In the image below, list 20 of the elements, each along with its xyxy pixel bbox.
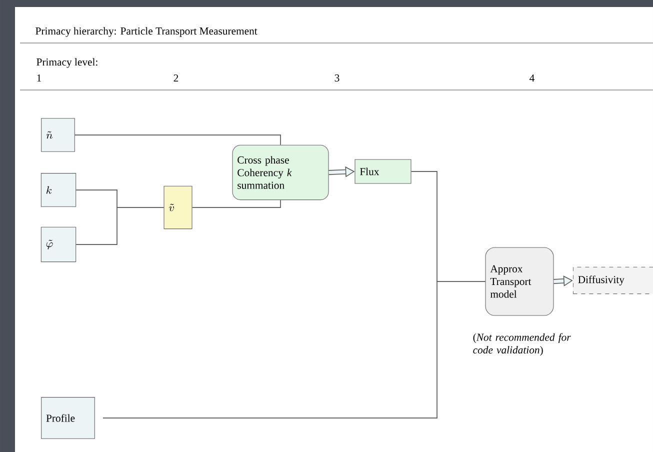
level-number: 2 <box>174 74 178 82</box>
input-box: $\tilde{\varphi}$ <box>40 226 76 262</box>
connector-line <box>102 281 486 418</box>
model-box: Approx Transport model <box>485 247 554 316</box>
connector-line <box>192 200 281 208</box>
connector-line <box>76 207 164 245</box>
input-box: $k$ <box>40 173 76 207</box>
title: Primacy hierarchy: Particle Transport Measurement <box>36 27 258 37</box>
input-box: Profile <box>41 397 95 439</box>
axis-label: Primacy level: <box>36 58 98 68</box>
level-number: 4 <box>530 74 534 82</box>
connector-line <box>74 134 281 146</box>
level-number: 3 <box>334 74 340 82</box>
process-box: Cross phase Coherency k summation <box>232 144 329 200</box>
level-number: 1 <box>37 74 42 82</box>
note: (Not recommended for code validation) <box>473 333 571 356</box>
input-box: $\tilde{n}$ <box>41 118 75 152</box>
process-box: $\tilde{v}$ <box>164 186 192 230</box>
result-box: Diffusivity <box>572 266 653 294</box>
output-box: Flux <box>354 159 412 184</box>
